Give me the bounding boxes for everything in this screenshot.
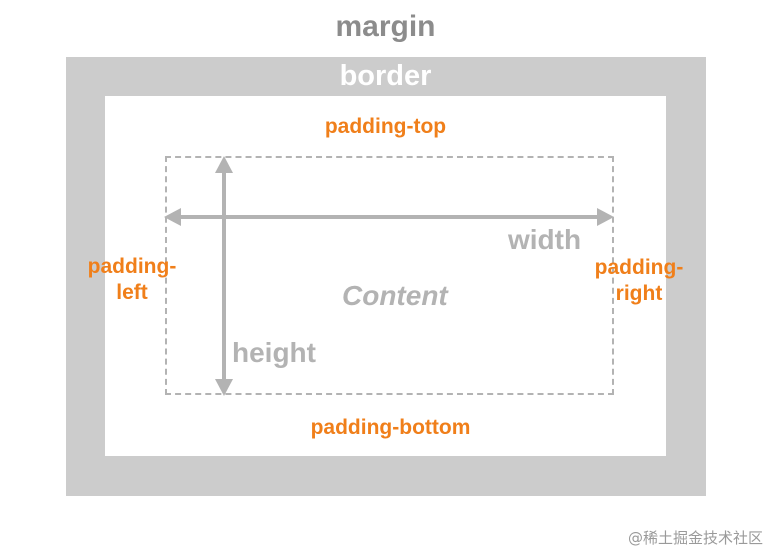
padding-left-label: padding- left <box>80 254 184 306</box>
border-label: border <box>339 60 432 92</box>
margin-label: margin <box>335 10 436 43</box>
padding-top-label: padding-top <box>324 115 447 138</box>
padding-right-line2: right <box>615 282 663 305</box>
padding-right-label: padding- right <box>586 255 692 307</box>
content-region <box>165 156 614 395</box>
watermark-text: @稀土掘金技术社区 <box>627 529 763 547</box>
padding-bottom-label: padding-bottom <box>310 416 471 439</box>
width-label: width <box>508 224 582 255</box>
padding-left-line2: left <box>116 281 148 304</box>
height-label: height <box>232 337 316 368</box>
padding-left-line1: padding- <box>87 255 177 278</box>
width-arrow <box>164 208 614 226</box>
height-arrow <box>215 156 233 396</box>
content-label: Content <box>342 280 448 311</box>
padding-right-line1: padding- <box>594 256 684 279</box>
